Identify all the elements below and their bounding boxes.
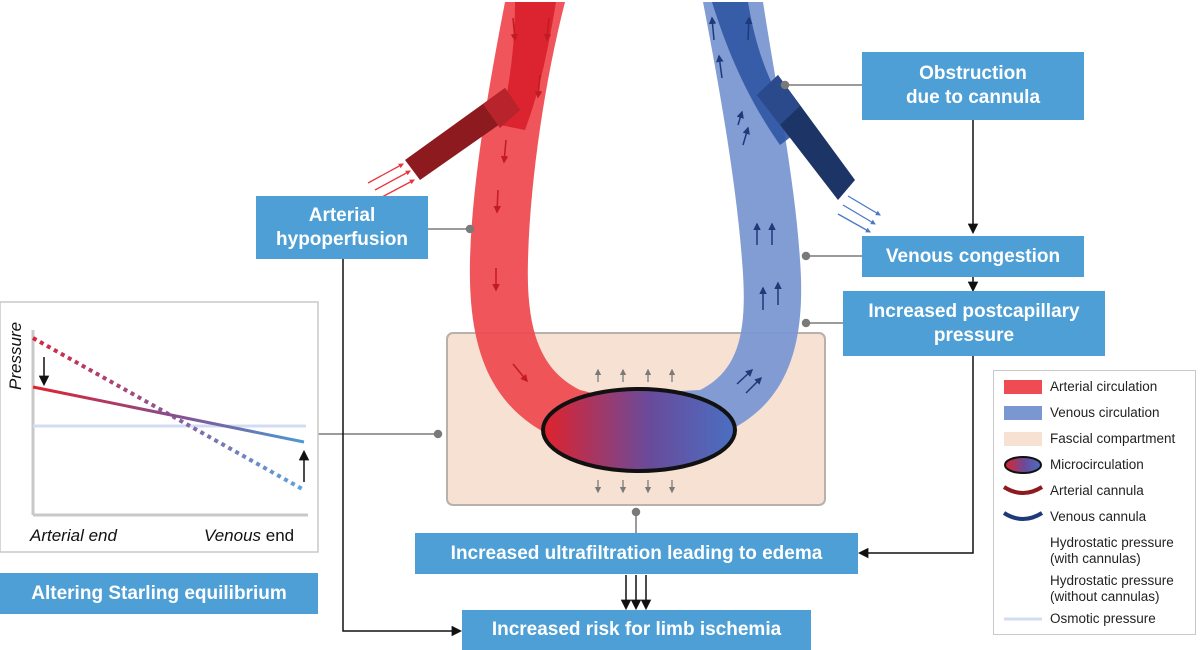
microcirculation-ellipse: [541, 387, 737, 473]
legend-item: Hydrostatic pressure (without cannulas): [994, 573, 1197, 609]
obstruction-box: Obstruction due to cannula: [862, 52, 1084, 120]
legend-item: Venous circulation: [994, 403, 1197, 427]
legend: Arterial circulation Venous circulation …: [993, 370, 1196, 635]
legend-item: Hydrostatic pressure (with cannulas): [994, 535, 1197, 571]
y-axis-label: Pressure: [6, 322, 25, 390]
starling-inset-chart: Pressure Arterial end Venous end: [0, 301, 319, 553]
arterial-cannula-curve-icon: [1002, 485, 1044, 495]
legend-item: Osmotic pressure: [994, 611, 1197, 635]
legend-item: Venous cannula: [994, 507, 1197, 531]
venous-vessel: [600, 2, 802, 445]
arterial-hypoperfusion-box: Arterial hypoperfusion: [256, 196, 428, 259]
limb-ischemia-box: Increased risk for limb ischemia: [462, 610, 811, 650]
microcirculation-ellipse-icon: [1004, 456, 1042, 474]
causal-arrows: [342, 120, 979, 637]
legend-label: Microcirculation: [1050, 457, 1144, 472]
hydrostatic-with-cannulas-line: [32, 385, 305, 444]
ultrafiltration-box: Increased ultrafiltration leading to ede…: [415, 533, 858, 574]
osmotic-pressure-icon: [1004, 617, 1042, 621]
x-axis-label-right: Venous end: [204, 526, 294, 545]
legend-label: Venous cannula: [1050, 509, 1147, 524]
arterial-cannula-flow-arrows: [367, 163, 415, 198]
x-axis-label-left: Arterial end: [29, 526, 117, 545]
arterial-circulation-swatch-icon: [1004, 380, 1042, 394]
legend-item: Microcirculation: [994, 455, 1197, 479]
venous-flow-arrows: [708, 16, 782, 394]
legend-item: Fascial compartment: [994, 429, 1197, 453]
legend-label: Hydrostatic pressure (with cannulas): [1050, 535, 1174, 566]
legend-label: Venous circulation: [1050, 405, 1160, 420]
venous-congestion-box: Venous congestion: [862, 236, 1084, 277]
legend-item: Arterial circulation: [994, 377, 1197, 401]
connector-lines: [318, 80, 862, 533]
venous-cannula-curve-icon: [1002, 511, 1044, 521]
venous-circulation-swatch-icon: [1004, 406, 1042, 420]
postcapillary-pressure-box: Increased postcapillary pressure: [843, 291, 1105, 356]
legend-item: Arterial cannula: [994, 481, 1197, 505]
hydrostatic-without-cannulas-icon: [1004, 579, 1042, 583]
venous-cannula-overlap: [757, 75, 800, 125]
legend-label: Arterial cannula: [1050, 483, 1144, 498]
arterial-cannula-overlap: [483, 88, 520, 128]
arterial-inflow-stream: [500, 2, 556, 130]
legend-label: Osmotic pressure: [1050, 611, 1156, 626]
legend-label: Fascial compartment: [1050, 431, 1176, 446]
fascial-compartment-swatch-icon: [1004, 432, 1042, 446]
legend-label: Hydrostatic pressure (without cannulas): [1050, 573, 1174, 604]
filtration-arrows-down: [594, 480, 676, 494]
starling-box: Altering Starling equilibrium: [0, 573, 318, 614]
hydrostatic-with-cannulas-icon: [1004, 541, 1042, 545]
venous-cannula-flow-arrows: [837, 195, 881, 233]
arterial-flow-arrows: [492, 17, 552, 383]
filtration-arrows-up: [594, 368, 676, 382]
legend-label: Arterial circulation: [1050, 379, 1158, 394]
